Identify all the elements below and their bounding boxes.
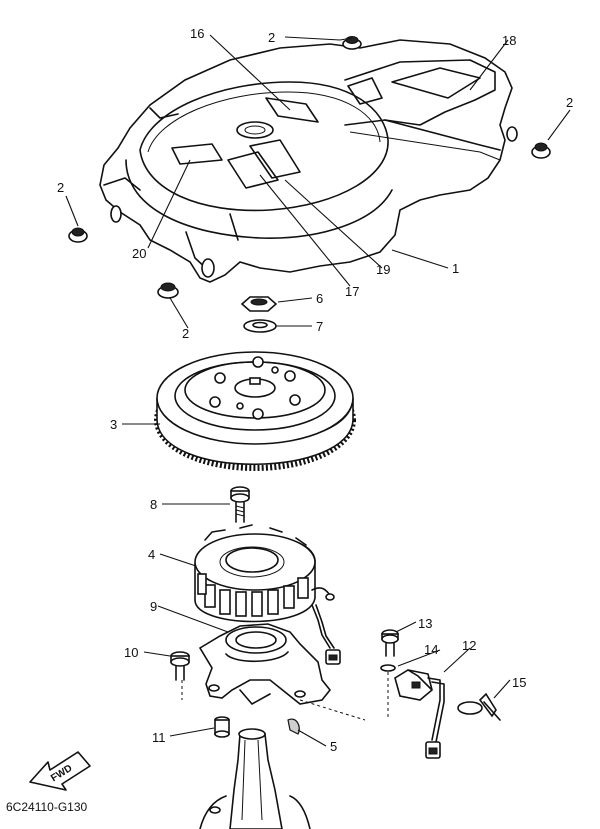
bolt-8 [230,486,250,523]
callout-14: 14 [424,642,438,657]
grommet-2-right [531,142,551,159]
leader-lines [65,34,571,747]
callout-4: 4 [148,547,155,562]
rectifier-regulator [394,669,445,759]
callout-numbers: 16 2 18 2 2 20 19 1 17 6 7 2 3 8 4 9 13 … [57,26,573,754]
callout-3: 3 [110,417,117,432]
callout-10: 10 [124,645,138,660]
flywheel-nut [240,296,278,312]
callout-1: 1 [452,261,459,276]
stator-connector [325,649,341,665]
stator-base [198,623,332,705]
drawing-code: 6C24110-G130 [6,800,87,814]
callout-20: 20 [132,246,146,261]
callout-12: 12 [462,638,476,653]
callout-15: 15 [512,675,526,690]
callout-11: 11 [152,730,166,745]
callout-19: 19 [376,262,390,277]
bolt-13 [381,629,399,657]
grommet-2-bottom [157,282,179,299]
stator-coil [194,524,335,623]
callout-8: 8 [150,497,157,512]
callout-5: 5 [330,739,337,754]
washer-14 [380,664,396,672]
washer [243,319,277,333]
bolt-10 [170,651,190,681]
crankshaft [199,728,311,829]
callout-2-bottom: 2 [182,326,189,341]
collar-11 [214,716,230,738]
callout-18: 18 [502,33,516,48]
callout-6: 6 [316,291,323,306]
callout-2-left: 2 [57,180,64,195]
callout-17: 17 [345,284,359,299]
callout-9: 9 [150,599,157,614]
woodruff-key [287,718,300,735]
fwd-arrow-icon: FWD [29,751,91,791]
callout-7: 7 [316,319,323,334]
callout-2-top: 2 [268,30,275,45]
callout-2-right: 2 [566,95,573,110]
grommet-2-left [68,227,88,243]
flywheel [154,351,356,471]
callout-13: 13 [418,616,432,631]
cable-tie [457,692,501,721]
flywheel-cover [99,39,518,283]
callout-16: 16 [190,26,204,41]
